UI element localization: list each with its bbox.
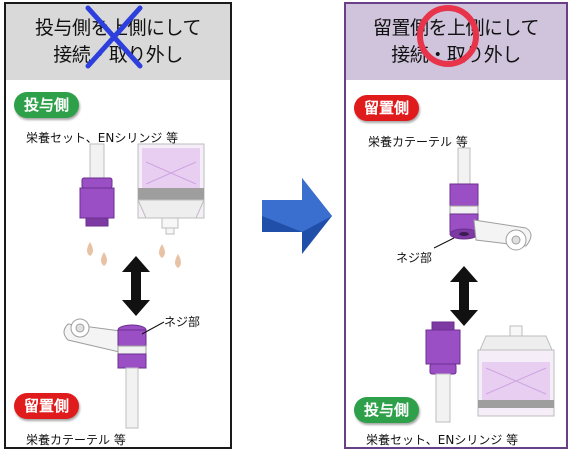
right-bottom-badge: 投与側 bbox=[354, 397, 420, 423]
drop bbox=[101, 252, 107, 266]
right-header-line1: 留置側を上側にして bbox=[373, 17, 539, 39]
right-top-label: 栄養カテーテル 等 bbox=[368, 135, 468, 149]
left-bottom-label: 栄養カテーテル 等 bbox=[26, 433, 126, 447]
left-header-line2: 接続・取り外し bbox=[53, 44, 183, 66]
left-top-devices bbox=[79, 143, 205, 268]
left-header: 投与側を上側にして 接続・取り外し bbox=[6, 4, 230, 80]
drop bbox=[159, 244, 165, 258]
right-top-catheter bbox=[433, 147, 532, 251]
tube bbox=[89, 143, 105, 181]
purple-connector bbox=[79, 177, 115, 227]
left-header-line1: 投与側を上側にして bbox=[35, 17, 201, 39]
cross-mark-icon bbox=[85, 5, 143, 69]
right-arrow-icon bbox=[262, 178, 332, 254]
syringe bbox=[477, 325, 555, 417]
circle-mark-icon bbox=[417, 5, 479, 67]
purple-connector bbox=[425, 321, 461, 375]
right-bottom-label: 栄養セット、ENシリンジ 等 bbox=[366, 433, 519, 447]
right-top-badge: 留置側 bbox=[354, 95, 420, 121]
right-screw-label: ネジ部 bbox=[396, 251, 433, 265]
left-screw-label: ネジ部 bbox=[164, 315, 201, 329]
drop bbox=[87, 242, 93, 256]
double-arrow-icon bbox=[122, 256, 150, 316]
left-top-badge: 投与側 bbox=[14, 92, 80, 118]
left-top-label: 栄養セット、ENシリンジ 等 bbox=[26, 131, 179, 145]
syringe bbox=[137, 143, 205, 235]
right-bottom-devices bbox=[425, 321, 555, 423]
right-panel-correct: 留置側を上側にして 接続・取り外し 留置側 栄養カテーテル 等 ネジ部 bbox=[344, 2, 568, 449]
drop bbox=[175, 254, 181, 268]
left-bottom-badge: 留置側 bbox=[14, 393, 80, 419]
double-arrow-icon bbox=[450, 266, 478, 326]
left-bottom-catheter bbox=[63, 318, 165, 429]
left-panel-incorrect: 投与側を上側にして 接続・取り外し 投与側 栄養セット、ENシリンジ 等 bbox=[4, 2, 232, 449]
